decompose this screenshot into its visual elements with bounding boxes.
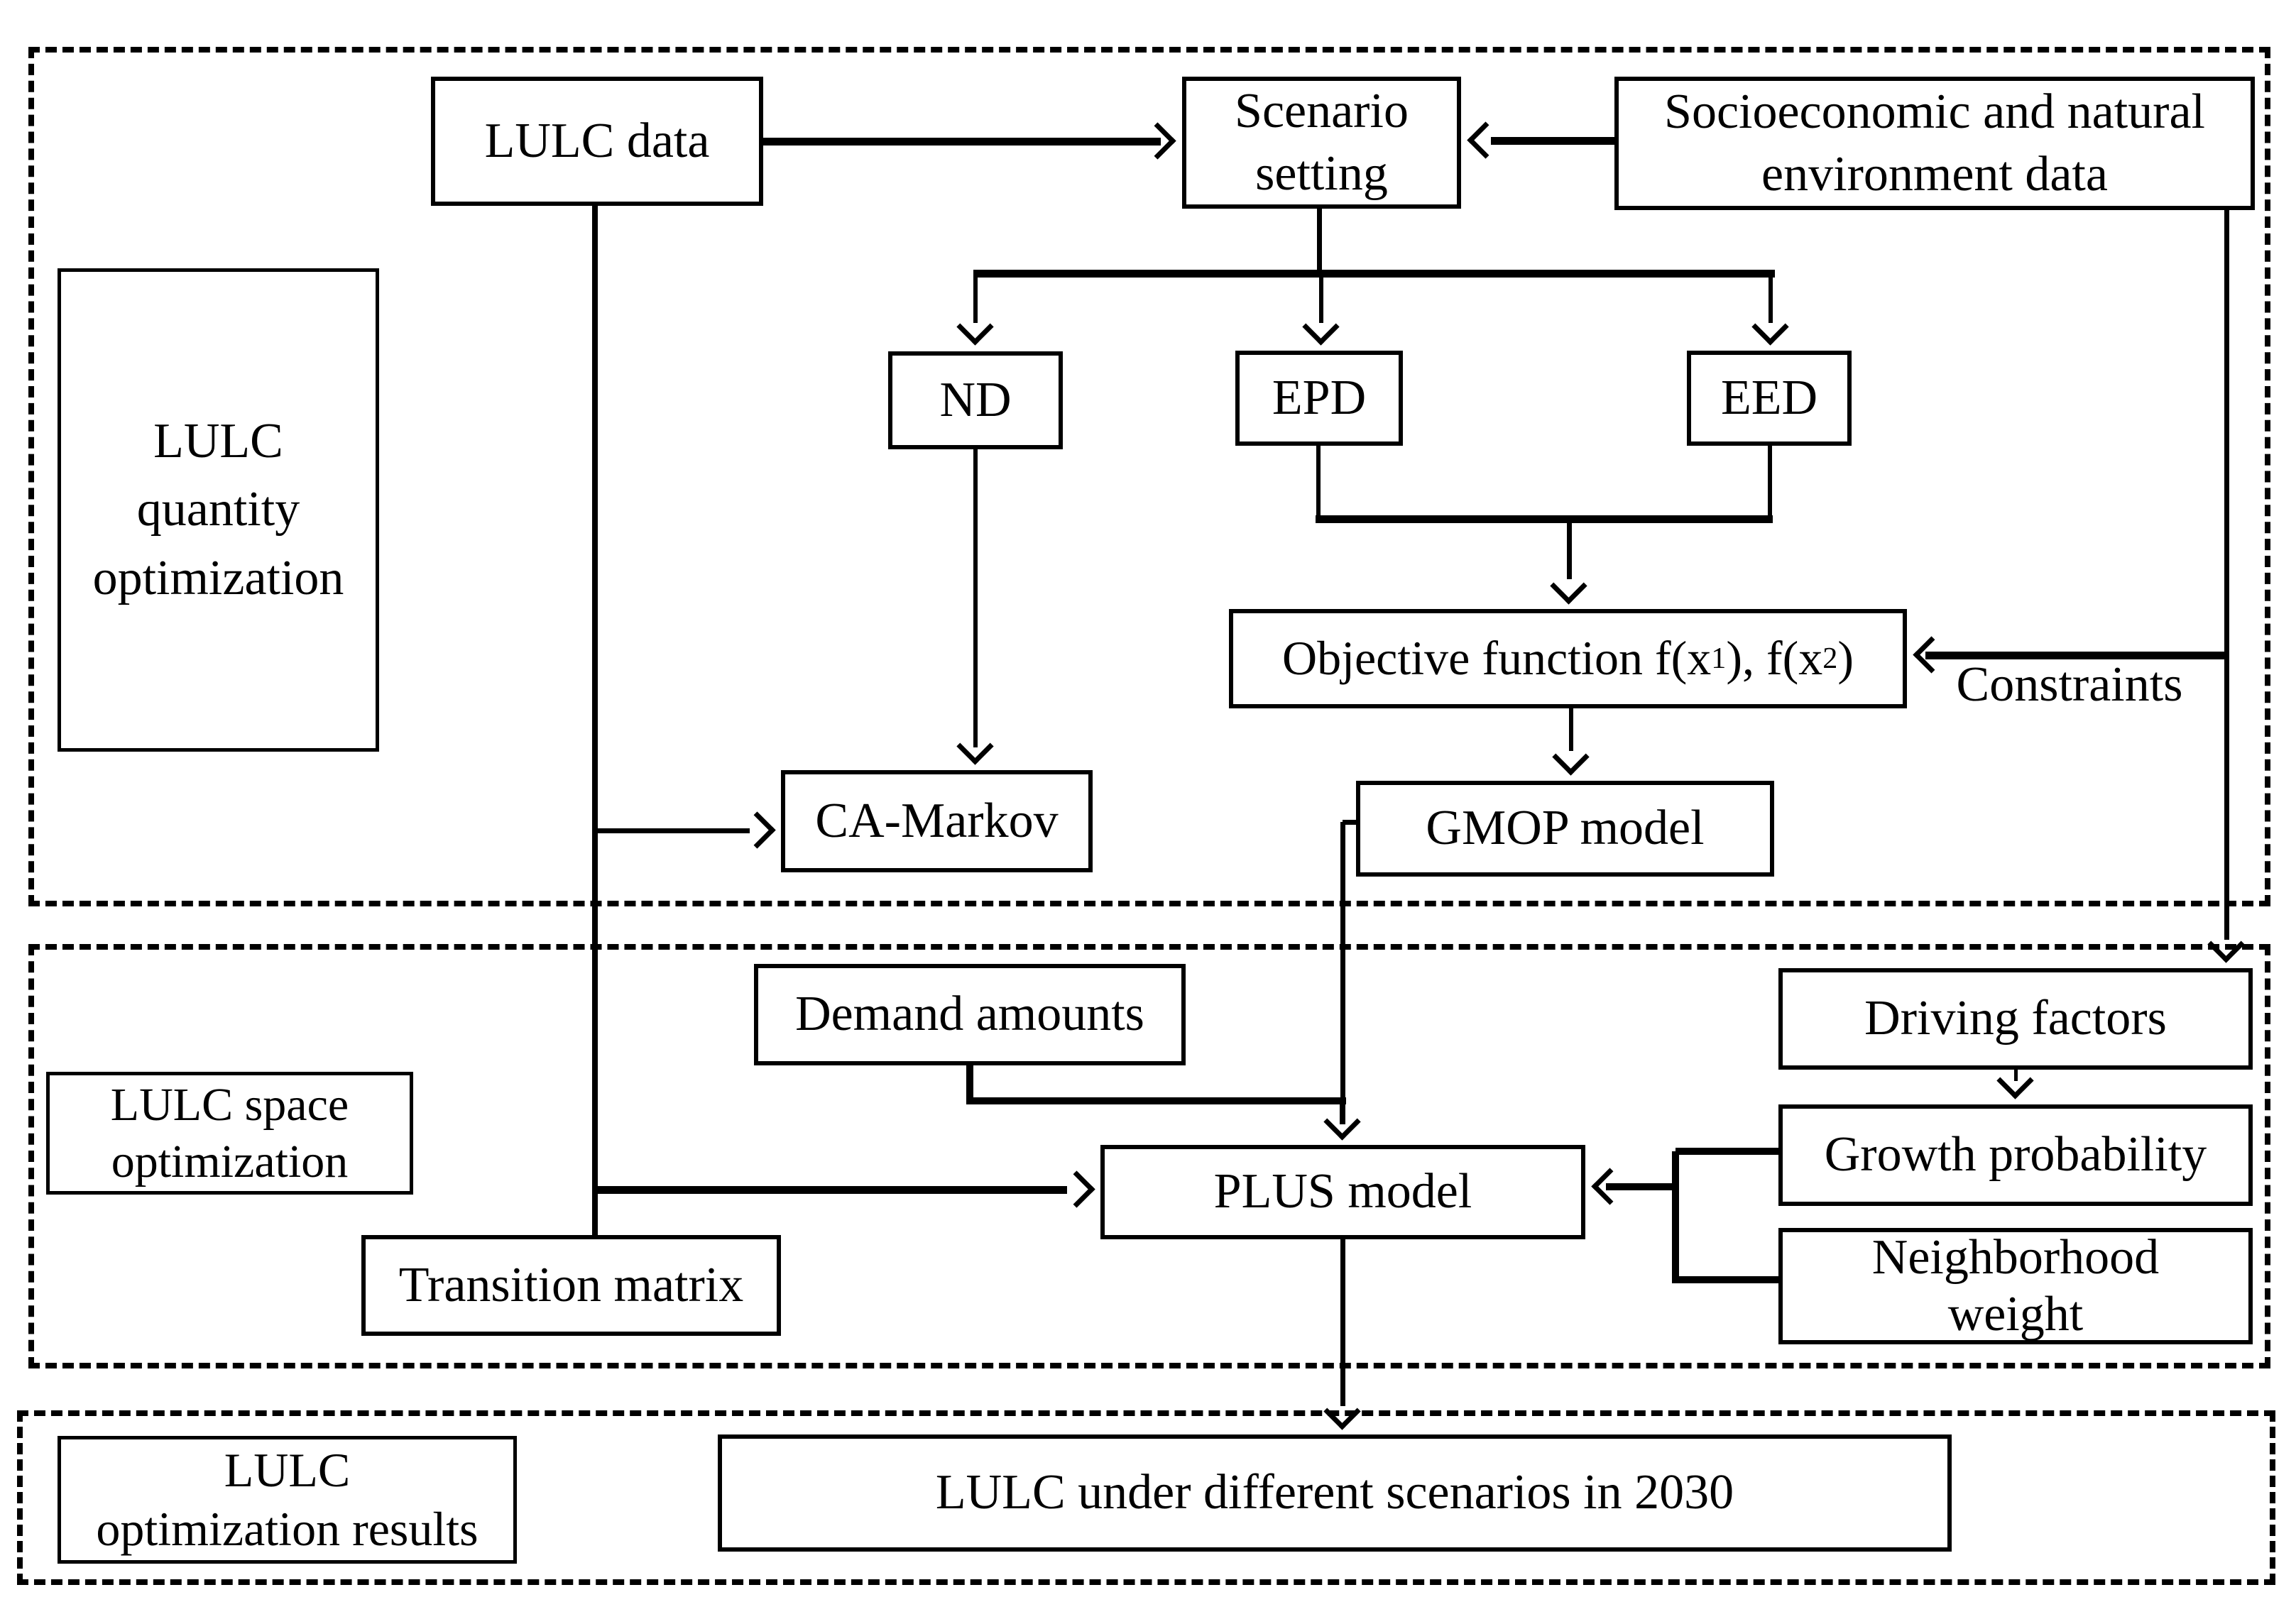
node-scenario-setting: Scenario setting: [1182, 77, 1461, 209]
node-nd: ND: [888, 351, 1063, 449]
node-label: ND: [939, 372, 1012, 427]
section-lulc-optimization-results: [17, 1410, 2275, 1585]
connector-line: [1316, 446, 1321, 521]
connector-line: [973, 269, 1775, 278]
section-lulc-space-optimization: [28, 944, 2270, 1368]
connector-line: [1566, 519, 1572, 579]
node-label: Demand amounts: [795, 987, 1144, 1042]
node-label: CA-Markov: [815, 793, 1059, 848]
node-label: environment data: [1761, 147, 2108, 202]
node-growth-probability: Growth probability: [1778, 1104, 2253, 1206]
section-lulc-quantity-optimization: [28, 47, 2270, 906]
node-label: LULC under different scenarios in 2030: [935, 1465, 1734, 1520]
node-label: setting: [1255, 146, 1388, 201]
node-label: Transition matrix: [398, 1257, 744, 1312]
connector-line: [597, 828, 750, 833]
node-ca-markov: CA-Markov: [781, 770, 1093, 872]
node-neighborhood-weight: Neighborhood weight: [1778, 1228, 2253, 1344]
connector-line: [1343, 819, 1360, 825]
connector-line: [1491, 136, 1614, 145]
node-demand-amounts: Demand amounts: [754, 964, 1186, 1065]
connector-line: [1569, 708, 1573, 751]
label-line: quantity: [136, 482, 300, 537]
node-gmop-model: GMOP model: [1356, 781, 1774, 877]
connector-line: [597, 1185, 1067, 1194]
label-constraints: Constraints: [1928, 653, 2212, 717]
connector-line: [1672, 1151, 1679, 1283]
node-label: Growth probability: [1824, 1127, 2207, 1183]
label-line: LULC: [224, 1443, 351, 1498]
node-label: Scenario: [1235, 83, 1409, 138]
node-transition-matrix: Transition matrix: [361, 1235, 781, 1336]
label-line: optimization: [92, 550, 344, 605]
label-text: Constraints: [1956, 657, 2183, 712]
connector-line: [966, 1097, 1346, 1104]
node-driving-factors: Driving factors: [1778, 968, 2253, 1070]
node-socioeconomic-data: Socioeconomic and natural environment da…: [1614, 77, 2255, 210]
node-label: EPD: [1272, 370, 1367, 425]
node-lulc-2030: LULC under different scenarios in 2030: [718, 1434, 1952, 1552]
label-lulc-optimization-results: LULC optimization results: [58, 1436, 517, 1564]
connector-line: [973, 273, 978, 323]
node-label: ): [1837, 631, 1854, 686]
label-lulc-space-optimization: LULC space optimization: [46, 1072, 413, 1195]
node-label: PLUS model: [1213, 1164, 1472, 1219]
node-epd: EPD: [1235, 351, 1403, 446]
connector-line: [1340, 1239, 1345, 1406]
connector-line: [966, 1065, 973, 1102]
connector-line: [1675, 1276, 1778, 1283]
node-label: weight: [1947, 1287, 2084, 1342]
label-lulc-quantity-optimization: LULC quantity optimization: [58, 268, 379, 752]
connector-line: [592, 206, 598, 1237]
connector-line: [1675, 1148, 1778, 1155]
connector-line: [973, 449, 978, 747]
node-lulc-data: LULC data: [431, 77, 763, 206]
node-label: GMOP model: [1426, 801, 1705, 856]
label-line: LULC space: [110, 1079, 349, 1131]
connector-line: [1606, 1183, 1675, 1190]
connector-line: [1769, 273, 1773, 323]
connector-line: [1316, 209, 1322, 274]
node-label: ), f(x: [1726, 631, 1823, 686]
connector-line: [2013, 1070, 2018, 1081]
label-line: optimization results: [96, 1502, 479, 1556]
connector-line: [1316, 515, 1773, 523]
node-label: EED: [1720, 370, 1818, 425]
node-eed: EED: [1687, 351, 1852, 446]
connector-line: [2224, 210, 2229, 940]
node-label: LULC data: [484, 113, 710, 168]
node-label: Socioeconomic and natural: [1664, 84, 2205, 139]
connector-line: [1340, 1097, 1345, 1124]
node-label: Objective function f(x: [1282, 631, 1712, 686]
connector-line: [1340, 822, 1345, 1102]
node-plus-model: PLUS model: [1100, 1145, 1585, 1239]
label-line: optimization: [111, 1135, 349, 1187]
connector-line: [1319, 273, 1323, 323]
node-label: Driving factors: [1864, 991, 2167, 1046]
node-label: Neighborhood: [1871, 1229, 2160, 1285]
label-line: LULC: [153, 413, 283, 468]
connector-line: [1925, 651, 2229, 659]
connector-line: [1768, 446, 1772, 521]
connector-line: [763, 137, 1161, 146]
